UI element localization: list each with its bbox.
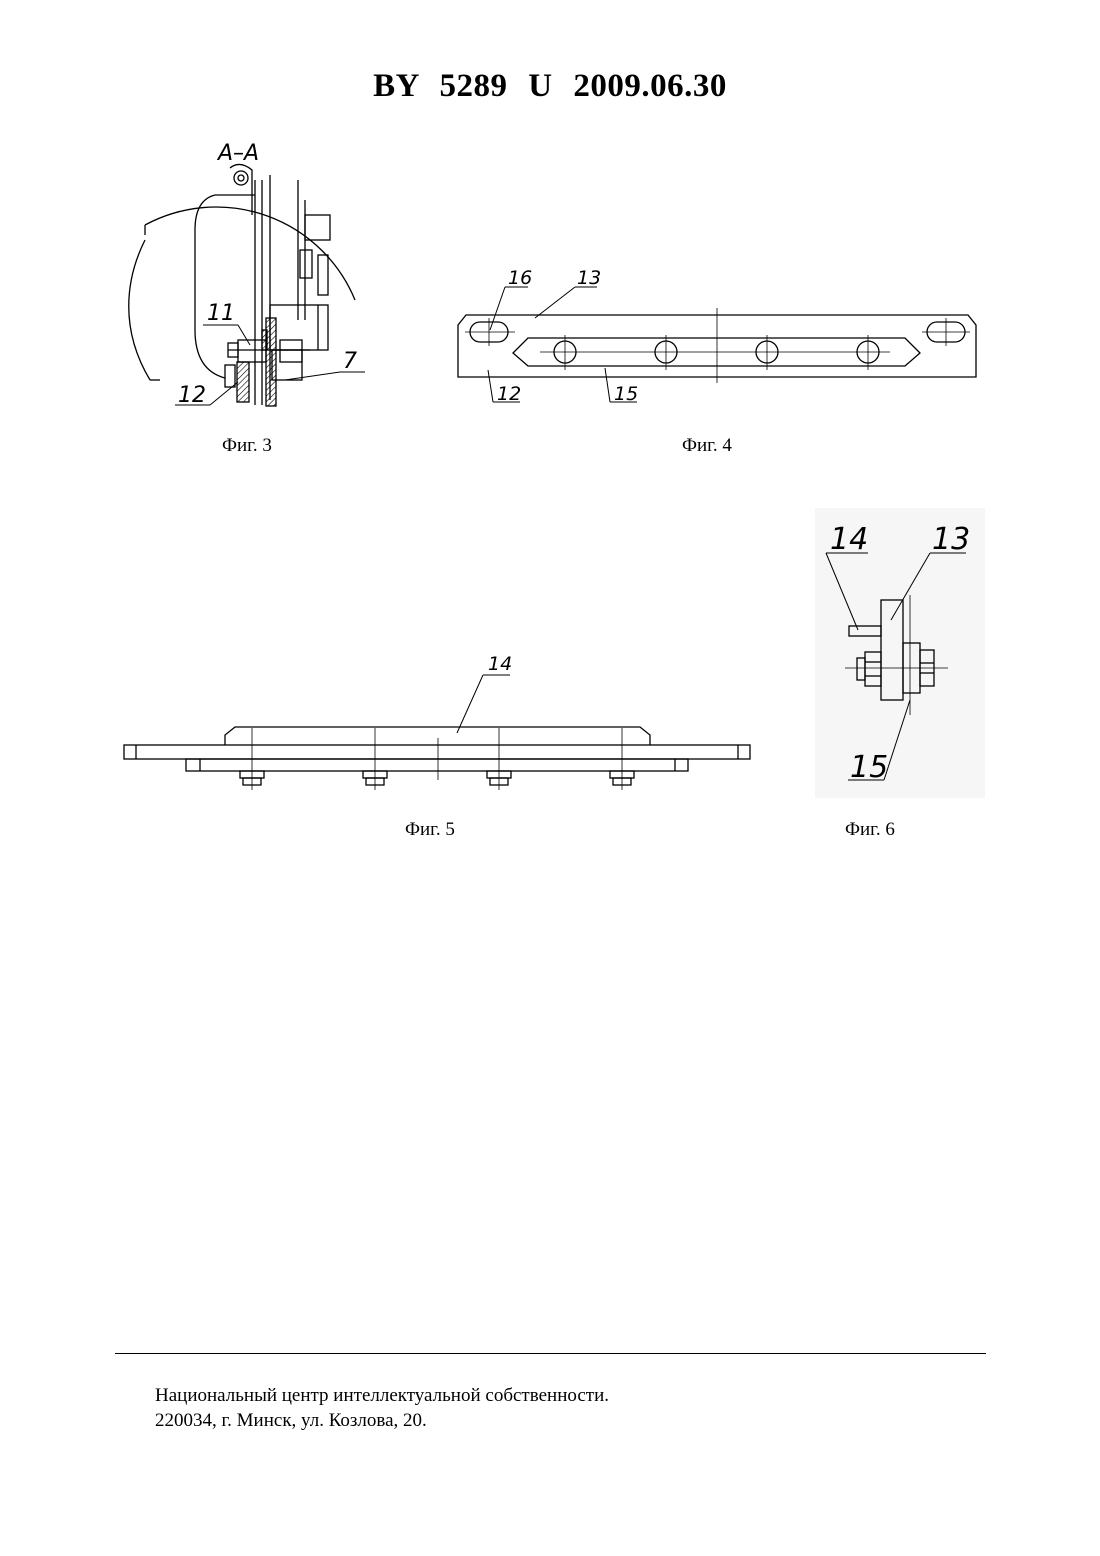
- callout-16: 16: [508, 267, 532, 289]
- figure-3-caption: Фиг. 3: [222, 435, 272, 457]
- figure-3-svg: А–А 11 12 7: [110, 130, 390, 420]
- callout-14: 14: [830, 522, 868, 557]
- figure-6-caption: Фиг. 6: [845, 819, 895, 841]
- callout-11: 11: [207, 301, 235, 326]
- callout-13: 13: [577, 267, 601, 289]
- figure-5-svg: 14: [115, 640, 765, 800]
- callout-13: 13: [932, 522, 970, 557]
- figure-6-svg: 14 13 15: [815, 508, 985, 798]
- figure-5-drawing: 14: [115, 640, 765, 800]
- section-label: А–А: [216, 141, 259, 166]
- callout-12: 12: [178, 383, 206, 408]
- callout-15: 15: [850, 750, 888, 785]
- callout-14: 14: [488, 653, 512, 675]
- document-header: BY 5289 U 2009.06.30: [0, 68, 1100, 105]
- footer: Национальный центр интеллектуальной собс…: [155, 1383, 609, 1433]
- figure-6-drawing: 14 13 15: [815, 508, 985, 798]
- figure-4-caption: Фиг. 4: [682, 435, 732, 457]
- callout-15: 15: [614, 383, 638, 405]
- callout-12: 12: [497, 383, 521, 405]
- footer-organization: Национальный центр интеллектуальной собс…: [155, 1383, 609, 1408]
- figure-3-drawing: А–А 11 12 7: [110, 130, 390, 420]
- callout-7: 7: [343, 349, 357, 374]
- footer-divider: [115, 1353, 986, 1354]
- footer-address: 220034, г. Минск, ул. Козлова, 20.: [155, 1408, 609, 1433]
- figure-4-drawing: 16 13 12 15: [450, 260, 990, 410]
- figure-5-caption: Фиг. 5: [405, 819, 455, 841]
- figure-4-svg: 16 13 12 15: [450, 260, 990, 410]
